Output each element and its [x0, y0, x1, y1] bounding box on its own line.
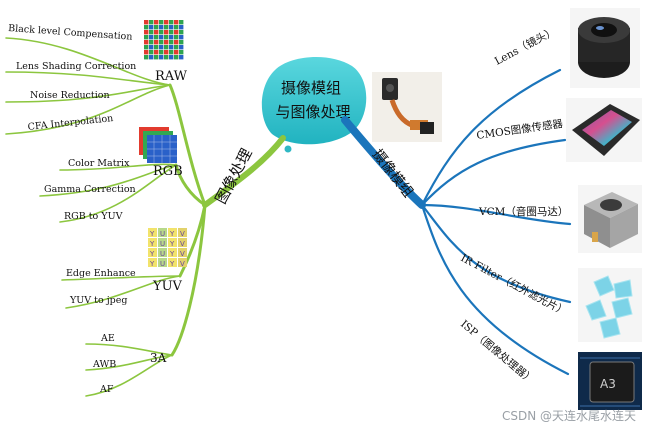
- svg-text:Y: Y: [149, 230, 155, 238]
- svg-text:A3: A3: [600, 377, 616, 391]
- lens-photo-icon: [570, 8, 640, 88]
- svg-text:Y: Y: [169, 250, 175, 258]
- svg-text:Y: Y: [149, 240, 155, 248]
- right-branch-title[interactable]: 摄像模组: [369, 147, 416, 201]
- central-topic[interactable]: 摄像模组 与图像处理: [261, 56, 367, 153]
- svg-text:Y: Y: [169, 260, 175, 268]
- vcm-motor-photo-icon: [578, 185, 642, 253]
- leaf-awb[interactable]: AWB: [92, 359, 116, 370]
- ir-filter-photo-icon: [578, 268, 642, 342]
- group-title-3a: 3A: [150, 351, 167, 365]
- svg-text:U: U: [160, 240, 165, 248]
- leaf-color-matrix[interactable]: Color Matrix: [68, 158, 130, 169]
- cmos-sensor-photo-icon: [566, 98, 642, 162]
- svg-text:Y: Y: [149, 250, 155, 258]
- isp-chip-photo-icon: A3: [578, 352, 642, 410]
- rgb-planes-icon: [139, 127, 177, 163]
- label-vcm[interactable]: VCM（音圈马达）: [478, 205, 568, 218]
- leaf-af[interactable]: AF: [99, 384, 114, 395]
- svg-text:V: V: [180, 260, 185, 268]
- right-branch: 摄像模组 Lens（镜头） CMOS图像传感器 VCM（音圈马达） IR Fil…: [369, 8, 642, 410]
- leaf-cfa-interpolation[interactable]: CFA Interpolation: [27, 113, 114, 133]
- svg-text:V: V: [180, 230, 185, 238]
- label-lens[interactable]: Lens（镜头）: [492, 25, 558, 68]
- leaf-yuv-to-jpeg[interactable]: YUV to jpeg: [69, 295, 127, 306]
- svg-text:U: U: [160, 250, 165, 258]
- svg-text:Y: Y: [149, 260, 155, 268]
- group-rgb[interactable]: RGB Color Matrix Gamma Correction RGB to…: [44, 127, 183, 222]
- teal-dot-decoration: [284, 145, 292, 153]
- central-topic-line1: 摄像模组: [281, 79, 341, 97]
- camera-module-photo-icon: [372, 72, 442, 142]
- group-title-yuv: YUV: [152, 279, 183, 294]
- watermark: CSDN @天连水尾水连天: [501, 409, 636, 423]
- svg-text:Y: Y: [169, 240, 175, 248]
- bayer-grid-icon: [144, 20, 184, 60]
- leaf-rgb-to-yuv[interactable]: RGB to YUV: [64, 211, 123, 222]
- leaf-noise-reduction[interactable]: Noise Reduction: [30, 90, 110, 101]
- svg-text:Y: Y: [169, 230, 175, 238]
- leaf-edge-enhance[interactable]: Edge Enhance: [66, 268, 136, 279]
- leaf-ae[interactable]: AE: [100, 333, 115, 344]
- group-title-rgb: RGB: [153, 164, 183, 179]
- svg-text:V: V: [180, 250, 185, 258]
- group-title-raw: RAW: [155, 69, 188, 84]
- svg-text:V: V: [180, 240, 185, 248]
- left-branch-title[interactable]: 图像处理: [212, 145, 256, 206]
- group-3a[interactable]: 3A AE AWB AF: [92, 333, 167, 395]
- central-topic-line2: 与图像处理: [275, 103, 350, 121]
- label-cmos[interactable]: CMOS图像传感器: [476, 117, 565, 142]
- svg-text:U: U: [160, 260, 165, 268]
- svg-text:U: U: [160, 230, 165, 238]
- leaf-gamma-correction[interactable]: Gamma Correction: [44, 184, 136, 195]
- left-branch-lines: [5, 37, 286, 397]
- leaf-lens-shading[interactable]: Lens Shading Correction: [16, 61, 136, 72]
- left-branch: 图像处理 RAW Black level Compensation Lens S…: [8, 20, 256, 395]
- right-branch-lines: [341, 68, 572, 376]
